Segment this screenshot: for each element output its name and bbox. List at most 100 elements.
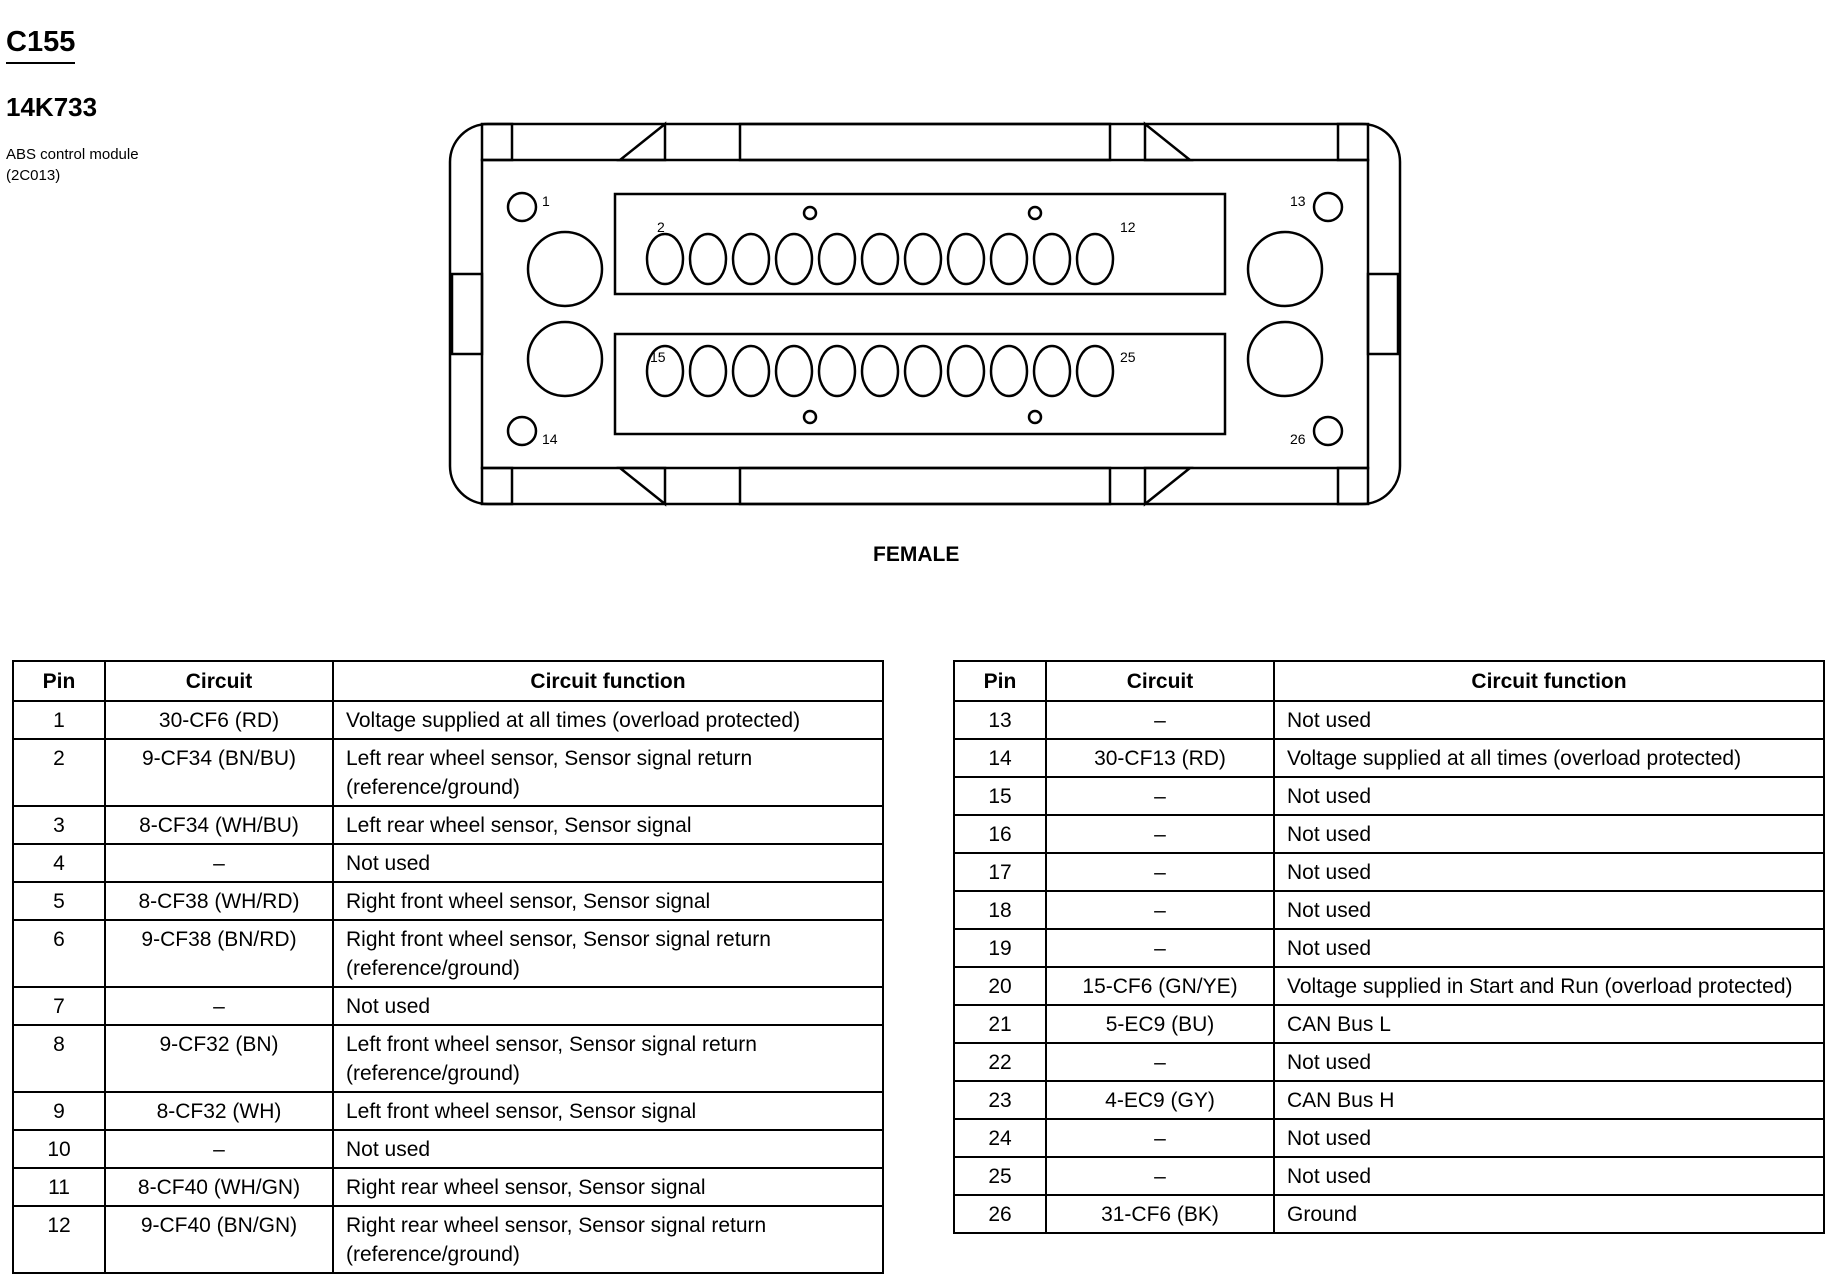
circuit-cell: –	[1045, 1156, 1275, 1196]
circuit-cell: 5-EC9 (BU)	[1045, 1004, 1275, 1044]
pin-cell: 12	[12, 1205, 106, 1274]
circuit-function-cell: Right front wheel sensor, Sensor signal …	[332, 919, 884, 988]
table-row: 7–Not used	[12, 986, 884, 1026]
header-circuit: Circuit	[104, 660, 334, 702]
circuit-function-cell: Not used	[1273, 776, 1825, 816]
circuit-cell: –	[1045, 852, 1275, 892]
circuit-function-cell: Not used	[332, 986, 884, 1026]
ramp-bottom-right	[1143, 466, 1194, 507]
pin-cell: 20	[953, 966, 1047, 1006]
pin-cell: 17	[953, 852, 1047, 892]
table-row: 25–Not used	[953, 1156, 1825, 1196]
circuit-cell: 30-CF6 (RD)	[104, 700, 334, 740]
power-terminal-upper-left	[526, 230, 604, 308]
pin-cell: 15	[953, 776, 1047, 816]
pin-cell: 26	[953, 1194, 1047, 1234]
circuit-cell: 8-CF32 (WH)	[104, 1091, 334, 1131]
circuit-cell: –	[1045, 814, 1275, 854]
circuit-cell: 9-CF40 (BN/GN)	[104, 1205, 334, 1274]
circuit-function-cell: Not used	[1273, 700, 1825, 740]
table-header-row: Pin Circuit Circuit function	[12, 660, 884, 702]
pin-row-frame-lower	[613, 332, 1227, 436]
pin-cell: 8	[12, 1024, 106, 1093]
pin-label-1: 1	[542, 193, 550, 209]
pin-cell: 2	[12, 738, 106, 807]
power-terminal-upper-right	[1246, 230, 1324, 308]
circuit-function-cell: Voltage supplied at all times (overload …	[1273, 738, 1825, 778]
circuit-function-cell: Not used	[1273, 814, 1825, 854]
pin-26-terminal	[1312, 415, 1344, 447]
pin-cell: 22	[953, 1042, 1047, 1082]
alignment-dot-upper-right	[1027, 205, 1043, 221]
pin-cell: 16	[953, 814, 1047, 854]
header-circuit-function: Circuit function	[332, 660, 884, 702]
pin-cell: 19	[953, 928, 1047, 968]
pin-cell: 9	[12, 1091, 106, 1131]
upper-signal-pin-row	[645, 232, 1115, 286]
circuit-function-cell: Not used	[332, 843, 884, 883]
pin-label-25: 25	[1120, 349, 1136, 365]
pin-cell: 10	[12, 1129, 106, 1169]
pin-13-terminal	[1312, 191, 1344, 223]
circuit-function-cell: Right front wheel sensor, Sensor signal	[332, 881, 884, 921]
circuit-function-cell: Left front wheel sensor, Sensor signal	[332, 1091, 884, 1131]
circuit-function-cell: Not used	[1273, 1156, 1825, 1196]
pin-cell: 1	[12, 700, 106, 740]
pin-label-13: 13	[1290, 193, 1306, 209]
pin-cell: 6	[12, 919, 106, 988]
power-terminal-lower-left	[526, 320, 604, 398]
circuit-function-cell: Not used	[1273, 890, 1825, 930]
circuit-function-cell: Not used	[1273, 928, 1825, 968]
header-circuit: Circuit	[1045, 660, 1275, 702]
table-row: 10–Not used	[12, 1129, 884, 1169]
circuit-cell: 8-CF38 (WH/RD)	[104, 881, 334, 921]
table-row: 15–Not used	[953, 776, 1825, 816]
pin-cell: 11	[12, 1167, 106, 1207]
circuit-cell: –	[1045, 1118, 1275, 1158]
guide-left	[450, 272, 484, 356]
connector-id: C155	[6, 24, 76, 64]
part-number: 14K733	[6, 92, 98, 122]
pin-label-26: 26	[1290, 431, 1306, 447]
table-row: 13–Not used	[953, 700, 1825, 740]
circuit-function-cell: Left front wheel sensor, Sensor signal r…	[332, 1024, 884, 1093]
table-row: 24–Not used	[953, 1118, 1825, 1158]
circuit-function-cell: Not used	[1273, 1118, 1825, 1158]
pin-label-15: 15	[650, 349, 666, 365]
header-circuit-function: Circuit function	[1273, 660, 1825, 702]
power-terminal-lower-right	[1246, 320, 1324, 398]
circuit-cell: –	[1045, 700, 1275, 740]
pin-cell: 25	[953, 1156, 1047, 1196]
connector-housing	[448, 122, 1402, 506]
pin-cell: 21	[953, 1004, 1047, 1044]
connector-gender-label: FEMALE	[873, 543, 960, 566]
latch-bottom-left	[480, 466, 514, 506]
header-pin: Pin	[953, 660, 1047, 702]
circuit-function-cell: CAN Bus H	[1273, 1080, 1825, 1120]
pin-row-frame-upper	[613, 192, 1227, 296]
ramp-bottom-left	[616, 466, 667, 507]
circuit-cell: –	[104, 986, 334, 1026]
circuit-cell: –	[1045, 928, 1275, 968]
circuit-function-cell: Not used	[1273, 852, 1825, 892]
circuit-function-cell: Left rear wheel sensor, Sensor signal	[332, 805, 884, 845]
pin-1-terminal	[506, 191, 538, 223]
latch-bottom-right	[1336, 466, 1370, 506]
lower-signal-pin-row	[645, 344, 1115, 398]
header-pin: Pin	[12, 660, 106, 702]
circuit-function-cell: Right rear wheel sensor, Sensor signal r…	[332, 1205, 884, 1274]
pin-label-12: 12	[1120, 219, 1136, 235]
circuit-function-cell: Left rear wheel sensor, Sensor signal re…	[332, 738, 884, 807]
